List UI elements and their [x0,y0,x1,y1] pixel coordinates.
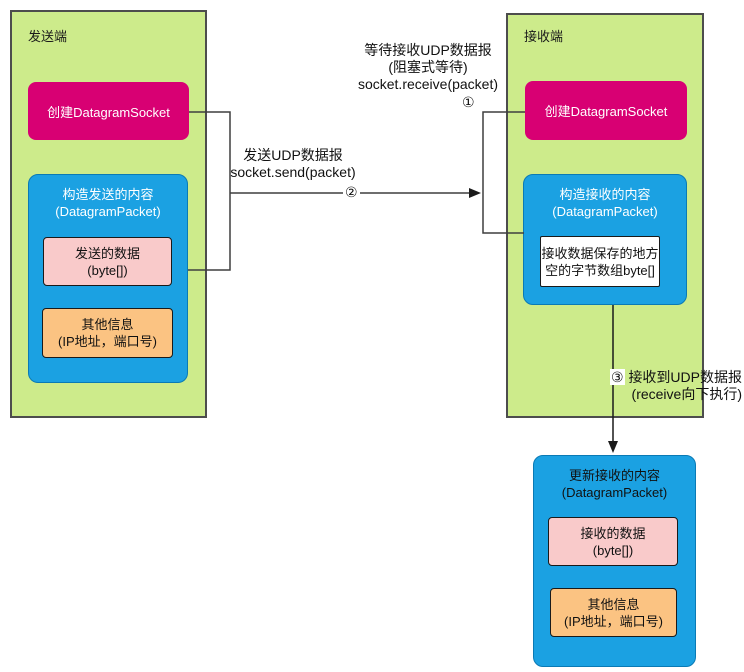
result-info-line1: 其他信息 [587,596,640,612]
receive-arrowhead-icon [608,441,618,453]
receiver-packet-title-line1: 构造接收的内容 [559,187,651,202]
step3-badge: ③ [609,369,625,385]
step1-badge: ① [462,94,475,110]
sender-data-box: 发送的数据 (byte[]) [43,237,172,286]
receiver-create-socket-label: 创建DatagramSocket [544,104,668,119]
receiver-create-socket-box: 创建DatagramSocket [525,81,687,140]
receiver-group-title: 接收端 [524,29,564,44]
sender-data-line2: (byte[]) [87,262,128,278]
wait-receive-line3: socket.receive(packet) [357,76,499,92]
result-data-box: 接收的数据 (byte[]) [548,517,678,566]
sender-packet-title-line2: (DatagramPacket) [55,204,161,219]
sender-packet-title-line1: 构造发送的内容 [62,187,154,202]
sender-group-title: 发送端 [28,29,68,44]
receive-done-label: ③ 接收到UDP数据报 (receive向下执行) [600,369,742,403]
result-data-line2: (byte[]) [592,542,634,558]
send-line1: 发送UDP数据报 [243,147,343,163]
send-arrowhead-icon [469,188,481,198]
wait-receive-line1: 等待接收UDP数据报 [364,42,492,58]
sender-create-socket-label: 创建DatagramSocket [47,104,170,120]
sender-data-line1: 发送的数据 [74,245,140,261]
wait-receive-label: 等待接收UDP数据报 (阻塞式等待) socket.receive(packet… [352,42,504,93]
send-label: 发送UDP数据报 socket.send(packet) [227,147,359,181]
receiver-packet-title: 构造接收的内容 (DatagramPacket) [524,186,686,220]
send-line2: socket.send(packet) [230,164,356,180]
wait-receive-line2: (阻塞式等待) [388,59,468,75]
sender-create-socket-box: 创建DatagramSocket [28,82,189,140]
sender-info-box: 其他信息 (IP地址，端口号) [42,308,173,358]
receive-done-line2: (receive向下执行) [631,386,742,402]
receiver-packet-title-line2: (DatagramPacket) [552,204,658,219]
sender-info-line1: 其他信息 [81,317,134,332]
receiver-buffer-line2: 空的字节数组byte[] [545,262,655,278]
result-data-line1: 接收的数据 [580,525,646,541]
result-packet-title-line2: (DatagramPacket) [561,485,668,500]
result-info-line2: (IP地址，端口号) [564,613,663,629]
sender-info-line2: (IP地址，端口号) [58,334,157,349]
step2-badge: ② [343,184,360,201]
sender-packet-title: 构造发送的内容 (DatagramPacket) [29,186,187,220]
receiver-buffer-box: 接收数据保存的地方 空的字节数组byte[] [540,236,660,287]
receive-done-line1: ③ 接收到UDP数据报 [600,369,742,386]
result-packet-title: 更新接收的内容 (DatagramPacket) [534,467,695,501]
result-info-box: 其他信息 (IP地址，端口号) [550,588,677,637]
result-packet-title-line1: 更新接收的内容 [568,468,660,483]
receive-done-text: 接收到UDP数据报 [628,369,742,385]
receiver-buffer-line1: 接收数据保存的地方 [541,245,659,261]
